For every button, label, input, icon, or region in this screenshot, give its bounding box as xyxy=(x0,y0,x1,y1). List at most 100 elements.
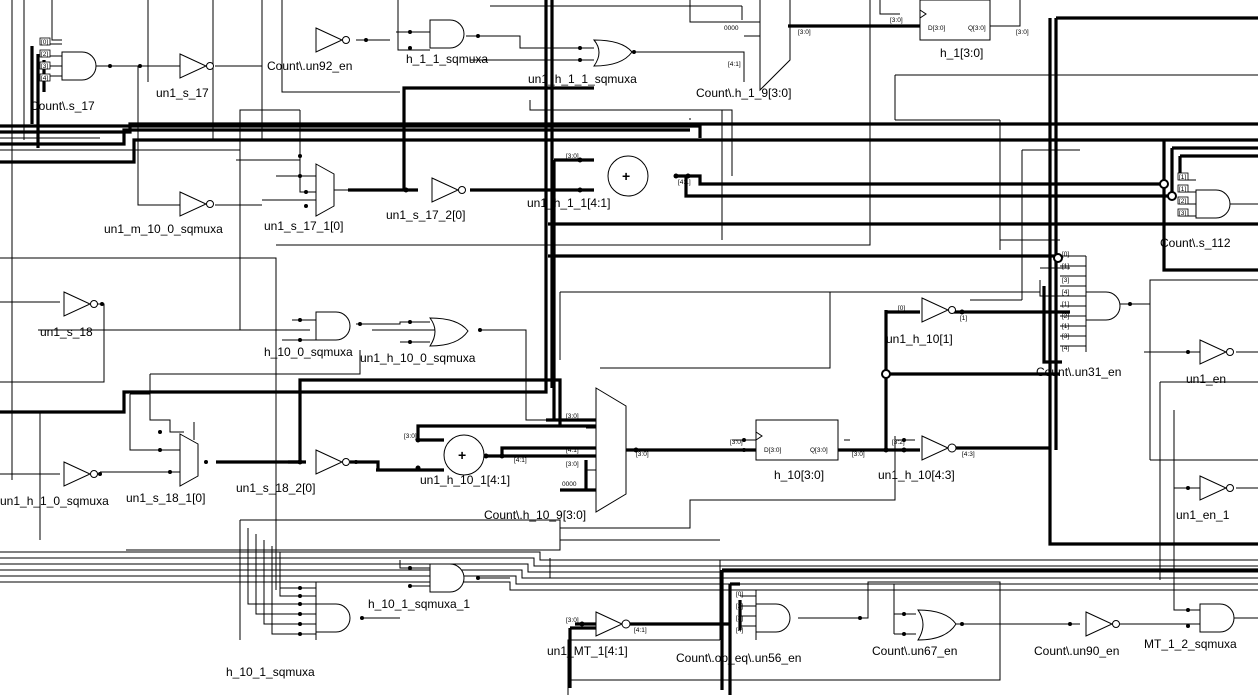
pin-label: [3:0] xyxy=(730,439,743,446)
label-count-s-17: Count\.s_17 xyxy=(30,99,95,113)
label-un1-en: un1_en xyxy=(1186,372,1226,386)
pin-label: [1] xyxy=(1062,323,1069,330)
pin-label: [3] xyxy=(1179,210,1186,217)
inverter-un1-en-1 xyxy=(1199,475,1234,501)
label-un1-s-18: un1_s_18 xyxy=(40,325,93,339)
adder-un1-h-10-1 xyxy=(443,434,485,476)
pin-label: [3:0] xyxy=(798,29,811,36)
label-h-10-1-sqmuxa: h_10_1_sqmuxa xyxy=(226,665,315,679)
pin-label: [2] xyxy=(1179,198,1186,205)
and-gate-mt-1-2-sqmuxa xyxy=(1199,603,1235,633)
pin-label: [3] xyxy=(1062,277,1069,284)
pin-label: [4] xyxy=(41,75,48,82)
label-un1-m-10-0-sqmuxa: un1_m_10_0_sqmuxa xyxy=(104,222,223,236)
pin-label: [3:0] xyxy=(566,461,579,468)
inverter-un1-m-10-0-sqmuxa xyxy=(179,191,214,217)
and-gate-count-s-112 xyxy=(1180,179,1258,219)
pin-label: [4:1] xyxy=(678,179,691,186)
pin-label: [3:0] xyxy=(566,413,579,420)
and-gate-h-10-1-sqmuxa xyxy=(315,582,351,640)
label-count-un67-en: Count\.un67_en xyxy=(872,644,957,658)
label-un1-s-17: un1_s_17 xyxy=(156,86,209,100)
label-h-1-reg: h_1[3:0] xyxy=(940,46,983,60)
pin-label: [4:1] xyxy=(566,447,579,454)
register-h-1 xyxy=(919,0,991,41)
pin-label: D[3:0] xyxy=(764,447,782,454)
adder-plus: + xyxy=(458,447,466,463)
label-count-s-112: Count\.s_112 xyxy=(1160,236,1231,250)
or-gate-un1-h-1-1-sqmuxa xyxy=(592,39,633,67)
pin-label: Q[3:0] xyxy=(968,25,986,32)
label-un1-s-17-1: un1_s_17_1[0] xyxy=(264,219,343,233)
or-gate-un1-h-10-0-sqmuxa xyxy=(428,317,469,347)
pin-label: [2] xyxy=(1062,313,1069,320)
label-mt-1-2-sqmuxa: MT_1_2_sqmuxa xyxy=(1144,637,1237,651)
pin-label: [4] xyxy=(1062,345,1069,352)
pin-tags xyxy=(39,37,1189,217)
label-un1-s-18-2: un1_s_18_2[0] xyxy=(236,481,315,495)
pin-label: [4:1] xyxy=(634,627,647,634)
pin-label: [4:1] xyxy=(728,61,741,68)
and-gate-count-un31-en xyxy=(1060,255,1121,352)
label-count-op-eq-un56-en: Count\.op_eq\.un56_en xyxy=(676,651,801,665)
pin-label: D[3:0] xyxy=(928,25,946,32)
pin-label: [3:0] xyxy=(636,451,649,458)
label-un1-h-1-1-sqmuxa: un1_h_1_1_sqmuxa xyxy=(528,72,637,86)
label-count-un31-en: Count\.un31_en xyxy=(1036,365,1121,379)
label-un1-s-18-1: un1_s_18_1[0] xyxy=(126,491,205,505)
and-gate-h-1-1-sqmuxa xyxy=(429,19,465,49)
label-un1-h-10-43: un1_h_10[4:3] xyxy=(878,468,955,482)
pin-label: [3:0] xyxy=(404,433,417,440)
mux-un1-s-17-1 xyxy=(315,163,335,217)
mux-count-h-10-9 xyxy=(586,387,627,513)
inverter-un1-h-1-0-sqmuxa xyxy=(63,461,98,487)
pin-label: [0] xyxy=(898,305,905,312)
pin-label: [0] xyxy=(736,591,743,598)
inverter-un1-s-17 xyxy=(179,53,214,79)
adder-un1-h-1-1 xyxy=(607,155,649,197)
pin-label: [3:0] xyxy=(566,617,579,624)
inverter-un1-h-10-43 xyxy=(921,435,957,461)
pin-label: [2] xyxy=(41,51,48,58)
instance-labels: Count\.s_17 un1_s_17 Count\.un92_en h_1_… xyxy=(0,46,1237,679)
pin-label: [0] xyxy=(1062,251,1069,258)
and-gate-count-s-17 xyxy=(42,43,102,81)
pin-label: [3:0] xyxy=(890,17,903,24)
pin-labels: [0] [2] [3] [4] 0000 [3:0] [4:1] [3:0] D… xyxy=(41,17,1186,634)
inverter-un1-s-18 xyxy=(63,291,98,317)
junction-dots xyxy=(98,30,1190,636)
pin-label: [0] xyxy=(41,39,48,46)
inverter-un1-h-10-1 xyxy=(921,297,956,323)
pin-label: [4] xyxy=(736,627,743,634)
inverter-count-un90-en xyxy=(1085,611,1120,637)
pin-label: 0000 xyxy=(562,481,577,488)
label-h-10-1-sqmuxa-1: h_10_1_sqmuxa_1 xyxy=(368,597,470,611)
label-h-1-1-sqmuxa: h_1_1_sqmuxa xyxy=(406,52,488,66)
inverter-un1-s-17-2 xyxy=(431,177,466,203)
pin-label: Q[3:0] xyxy=(810,447,828,454)
label-un1-h-10-1-add: un1_h_10_1[4:1] xyxy=(420,473,510,487)
pin-label: [3:0] xyxy=(852,451,865,458)
inverter-un1-mt-1 xyxy=(595,611,631,637)
pin-label: [1] xyxy=(1062,263,1069,270)
pin-label: [3:0] xyxy=(566,153,579,160)
pin-label: [1] xyxy=(960,315,967,322)
and-gate-h-10-0-sqmuxa xyxy=(315,311,351,341)
pin-label: [3:0] xyxy=(1016,29,1029,36)
label-h-10-0-sqmuxa: h_10_0_sqmuxa xyxy=(264,345,353,359)
mux-un1-s-18-1 xyxy=(179,433,199,487)
label-un1-h-1-1: un1_h_1_1[4:1] xyxy=(527,196,610,210)
pin-label: [4] xyxy=(1062,289,1069,296)
pin-label: [4:3] xyxy=(962,451,975,458)
label-un1-mt-1: un1_MT_1[4:1] xyxy=(547,644,628,658)
label-count-un92-en: Count\.un92_en xyxy=(267,59,352,73)
pin-label: [1] xyxy=(1179,186,1186,193)
label-un1-s-17-2: un1_s_17_2[0] xyxy=(386,208,465,222)
pin-label: [4:1] xyxy=(514,457,527,464)
inverter-un1-s-18-2 xyxy=(315,449,350,475)
inverter-count-un92-en xyxy=(315,27,350,53)
or-gate-count-un67-en xyxy=(917,609,957,641)
pin-label: [1] xyxy=(1062,301,1069,308)
